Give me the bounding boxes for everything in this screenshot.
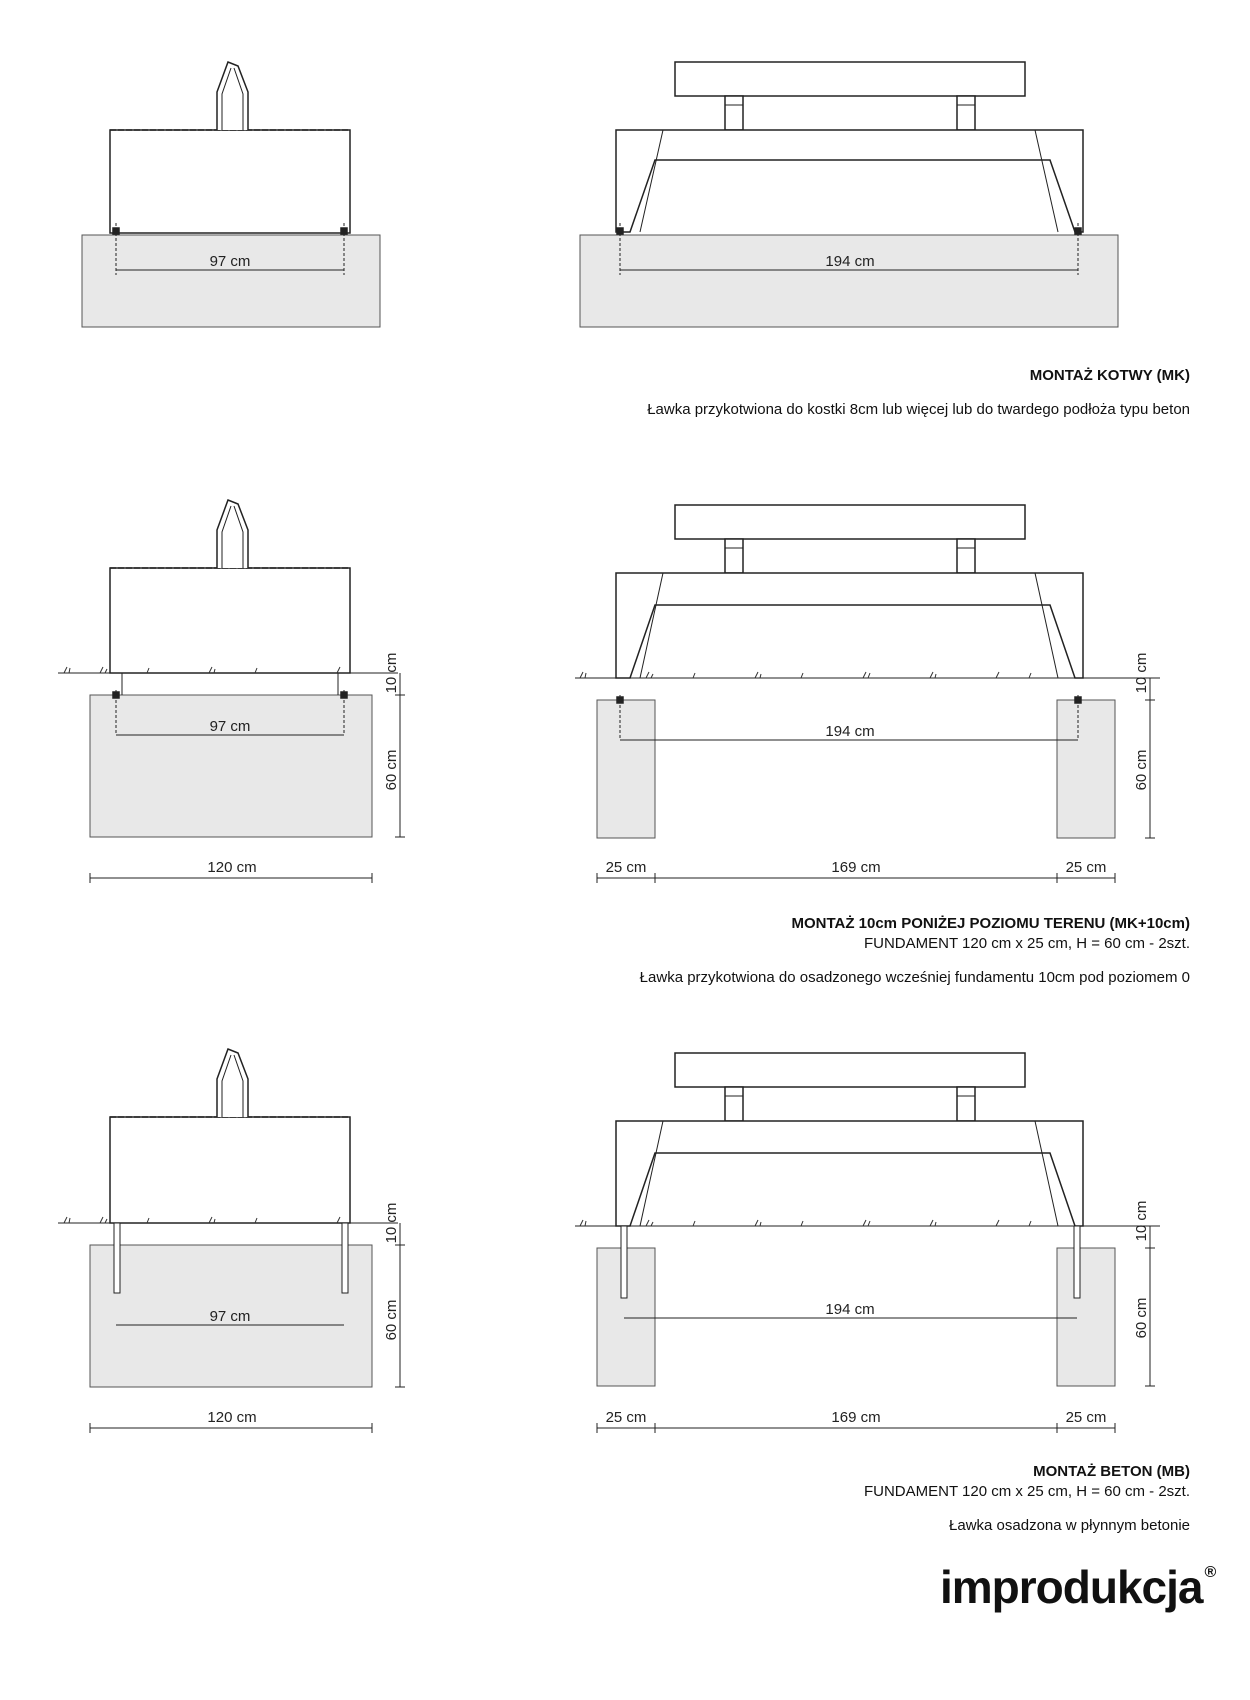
dim-side-width-2: 97 cm bbox=[210, 718, 251, 735]
section-subtitle-2: FUNDAMENT 120 cm x 25 cm, H = 60 cm - 2s… bbox=[863, 935, 1190, 952]
dim-right-block-2: 25 cm bbox=[1066, 859, 1107, 876]
dim-front-height-3: 60 cm bbox=[1133, 1298, 1150, 1339]
front-view-1 bbox=[579, 61, 1119, 328]
side-view-3 bbox=[58, 1048, 405, 1433]
dim-side-width-1: 97 cm bbox=[210, 253, 251, 270]
registered-mark: ® bbox=[1204, 1564, 1217, 1581]
caption-section-2: MONTAŻ 10cm PONIŻEJ POZIOMU TERENU (MK+1… bbox=[640, 914, 1190, 988]
side-view-2 bbox=[58, 499, 405, 883]
foundation-left bbox=[596, 699, 656, 839]
bench-side-body bbox=[109, 1116, 351, 1224]
dim-depth-2: 10 cm bbox=[383, 653, 400, 694]
dim-front-height-2: 60 cm bbox=[1133, 750, 1150, 791]
leg-left bbox=[620, 1225, 628, 1299]
dim-front-depth-2: 10 cm bbox=[1133, 653, 1150, 694]
leg-right bbox=[1073, 1225, 1081, 1299]
bench-frame bbox=[615, 129, 1084, 233]
dim-front-width-2: 194 cm bbox=[825, 723, 874, 740]
section-1-drawings: 97 cm 194 cm bbox=[81, 61, 1119, 328]
bench-side-body bbox=[109, 567, 351, 674]
dim-middle-3: 169 cm bbox=[831, 1409, 880, 1426]
dim-front-width-1: 194 cm bbox=[825, 253, 874, 270]
dim-depth-3: 10 cm bbox=[383, 1203, 400, 1244]
leg-right bbox=[341, 1222, 349, 1294]
leg-left bbox=[113, 1222, 121, 1294]
backrest-tip bbox=[216, 61, 249, 130]
foundation-right bbox=[1056, 1247, 1116, 1387]
dim-height-2: 60 cm bbox=[383, 750, 400, 791]
caption-section-1: MONTAŻ KOTWY (MK) Ławka przykotwiona do … bbox=[647, 366, 1190, 420]
brand-logo: improdukcja® bbox=[940, 1560, 1217, 1614]
dim-front-width-3: 194 cm bbox=[825, 1301, 874, 1318]
dim-side-width-3: 97 cm bbox=[210, 1308, 251, 1325]
dim-middle-2: 169 cm bbox=[831, 859, 880, 876]
backrest-board bbox=[674, 61, 1026, 97]
section-title-2: MONTAŻ 10cm PONIŻEJ POZIOMU TERENU (MK+1… bbox=[791, 915, 1190, 932]
side-view-1 bbox=[81, 61, 381, 328]
dim-height-3: 60 cm bbox=[383, 1300, 400, 1341]
section-description-2: Ławka przykotwiona do osadzonego wcześni… bbox=[639, 969, 1190, 986]
dim-left-block-2: 25 cm bbox=[606, 859, 647, 876]
foundation-block bbox=[89, 1244, 373, 1388]
grass-marks bbox=[63, 666, 1032, 1227]
section-2-drawings: 97 cm 10 cm 60 cm 120 cm bbox=[58, 499, 1160, 883]
section-subtitle-3: FUNDAMENT 120 cm x 25 cm, H = 60 cm - 2s… bbox=[863, 1483, 1190, 1500]
ground-slab bbox=[81, 234, 381, 328]
dim-left-block-3: 25 cm bbox=[606, 1409, 647, 1426]
section-description-1: Ławka przykotwiona do kostki 8cm lub wię… bbox=[647, 401, 1190, 418]
dim-base-width-3: 120 cm bbox=[207, 1409, 256, 1426]
dim-front-depth-3: 10 cm bbox=[1133, 1201, 1150, 1242]
dim-base-width-2: 120 cm bbox=[207, 859, 256, 876]
dim-right-block-3: 25 cm bbox=[1066, 1409, 1107, 1426]
bench-side-body bbox=[109, 129, 351, 234]
front-view-2 bbox=[575, 504, 1160, 883]
front-view-3 bbox=[575, 1052, 1160, 1433]
foundation-block bbox=[89, 694, 373, 838]
section-title-1: MONTAŻ KOTWY (MK) bbox=[1029, 367, 1190, 384]
ground-slab bbox=[579, 234, 1119, 328]
caption-section-3: MONTAŻ BETON (MB) FUNDAMENT 120 cm x 25 … bbox=[864, 1462, 1190, 1536]
logo-text: improdukcja bbox=[940, 1561, 1204, 1613]
section-description-3: Ławka osadzona w płynnym betonie bbox=[949, 1517, 1190, 1534]
section-3-drawings: 97 cm 10 cm 60 cm 120 cm bbox=[58, 1048, 1160, 1433]
section-title-3: MONTAŻ BETON (MB) bbox=[1033, 1463, 1190, 1480]
foundation-right bbox=[1056, 699, 1116, 839]
